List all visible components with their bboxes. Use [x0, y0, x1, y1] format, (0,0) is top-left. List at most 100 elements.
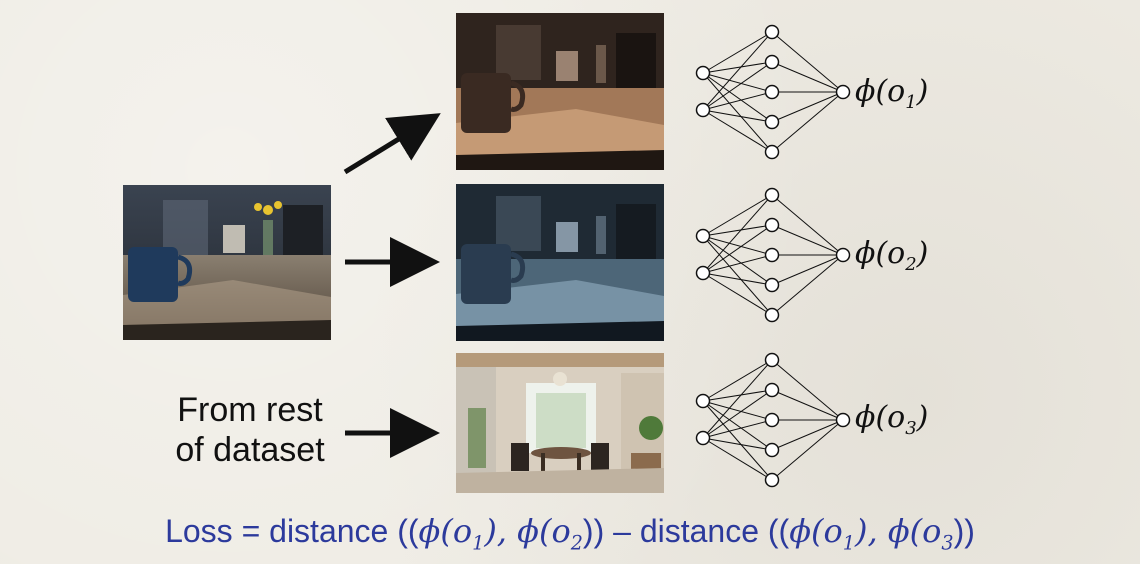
hidden-node: [764, 187, 780, 203]
network-edge: [771, 61, 844, 93]
network-edge: [702, 272, 773, 316]
network-edge: [702, 400, 773, 421]
network-1: [695, 24, 851, 160]
loss-prefix: Loss = distance ((: [165, 513, 419, 549]
network-edge: [771, 91, 844, 153]
hidden-node: [764, 247, 780, 263]
loss-sub-4: 3: [941, 531, 954, 555]
hidden-node: [764, 217, 780, 233]
output-1-sub: 1: [905, 92, 917, 113]
network-edge: [702, 194, 773, 274]
hidden-node: [764, 54, 780, 70]
output-1-close: ): [916, 74, 929, 109]
input-node: [695, 228, 711, 244]
hidden-node: [764, 307, 780, 323]
output-node: [835, 412, 851, 428]
loss-sub-1: 1: [472, 531, 485, 555]
dataset-source-line1: From rest: [177, 391, 323, 429]
network-edge: [702, 235, 773, 286]
network-edge: [771, 254, 844, 286]
network-2: [695, 187, 851, 323]
network-edge: [702, 61, 773, 111]
network-edge: [702, 61, 773, 74]
network-edge: [771, 31, 844, 93]
loss-term-2: ϕ(o: [517, 512, 571, 550]
network-edge: [702, 109, 773, 123]
loss-close-1: ),: [484, 512, 518, 550]
output-label-2: ϕ(o2): [855, 236, 928, 275]
loss-close-4: )): [953, 513, 975, 549]
network-edge: [702, 72, 773, 153]
hidden-node: [764, 24, 780, 40]
input-node: [695, 393, 711, 409]
network-edge: [702, 235, 773, 316]
network-edge: [702, 400, 773, 451]
original-photo: [123, 185, 331, 340]
network-edge: [771, 359, 844, 421]
hidden-node: [764, 412, 780, 428]
hidden-node: [764, 277, 780, 293]
output-3-base: ϕ(o: [855, 400, 906, 435]
output-node: [835, 247, 851, 263]
network-edge: [702, 389, 773, 439]
output-2-close: ): [916, 236, 929, 271]
network-edge: [702, 235, 773, 256]
network-edge: [702, 31, 773, 111]
network-edge: [702, 72, 773, 123]
loss-sub-2: 2: [570, 531, 583, 555]
network-edge: [771, 254, 844, 316]
network-edge: [702, 359, 773, 402]
network-edge: [702, 419, 773, 439]
network-edge: [771, 389, 844, 421]
loss-formula: Loss = distance ((ϕ(o1), ϕ(o2)) – distan…: [0, 512, 1140, 554]
loss-term-1: ϕ(o: [418, 512, 473, 550]
input-node: [695, 265, 711, 281]
network-edge: [702, 389, 773, 402]
output-label-1: ϕ(o1): [855, 74, 928, 113]
output-2-sub: 2: [905, 254, 917, 275]
output-label-3: ϕ(o3): [855, 400, 928, 439]
network-edge: [771, 419, 844, 481]
network-edge: [702, 272, 773, 286]
output-1-base: ϕ(o: [855, 74, 906, 109]
input-node: [695, 65, 711, 81]
interior-photo: [456, 353, 664, 493]
output-3-close: ): [916, 400, 929, 435]
hidden-node: [764, 84, 780, 100]
network-edge: [702, 72, 773, 93]
network-edge: [702, 400, 773, 481]
loss-close-2: )) – distance ((: [582, 513, 790, 549]
network-edge: [702, 91, 773, 111]
network-edge: [702, 437, 773, 451]
input-node: [695, 102, 711, 118]
loss-sub-3: 1: [842, 531, 855, 555]
hidden-node: [764, 352, 780, 368]
hidden-node: [764, 144, 780, 160]
hidden-node: [764, 114, 780, 130]
network-edge: [702, 224, 773, 274]
augmented-photo-cool: [456, 184, 664, 341]
output-3-sub: 3: [905, 418, 917, 439]
augmented-photo-warm: [456, 13, 664, 170]
network-edge: [702, 224, 773, 237]
network-edge: [702, 31, 773, 74]
dataset-source-line2: of dataset: [175, 431, 325, 469]
loss-term-4: ϕ(o: [887, 512, 942, 550]
output-node: [835, 84, 851, 100]
network-edge: [702, 359, 773, 439]
loss-close-3: ),: [854, 512, 888, 550]
network-edge: [771, 194, 844, 256]
network-edge: [771, 91, 844, 123]
network-edge: [702, 437, 773, 481]
network-3: [695, 352, 851, 488]
dataset-source-label: From rest of dataset: [160, 390, 340, 470]
loss-term-3: ϕ(o: [789, 512, 843, 550]
input-node: [695, 430, 711, 446]
hidden-node: [764, 382, 780, 398]
hidden-node: [764, 472, 780, 488]
network-edge: [702, 254, 773, 274]
network-edge: [771, 419, 844, 451]
output-2-base: ϕ(o: [855, 236, 906, 271]
hidden-node: [764, 442, 780, 458]
